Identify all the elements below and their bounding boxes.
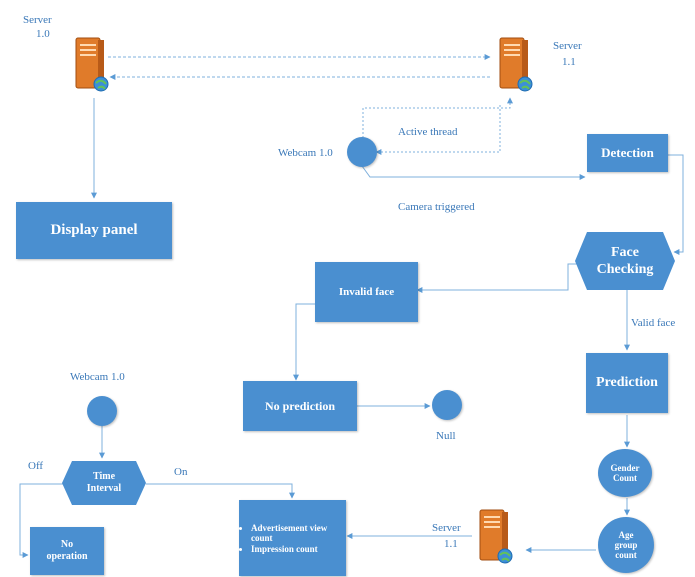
time-interval-line1: Time	[92, 471, 116, 482]
server-1-0-label-line2: 1.0	[36, 28, 50, 40]
active-thread-label: Active thread	[398, 126, 458, 138]
server-feedback-line	[362, 97, 513, 138]
no-operation-label: No operation	[46, 539, 87, 563]
display-panel-node: Display panel	[16, 202, 172, 259]
server-1-1-bottom	[476, 508, 514, 566]
gender-count-label: Gender Count	[611, 463, 640, 483]
prediction-label: Prediction	[596, 375, 658, 390]
webcam-bottom-label: Webcam 1.0	[70, 371, 125, 383]
server-bottom-label-line1: Server	[432, 522, 461, 534]
face-checking-line2: Checking	[596, 262, 654, 277]
no-prediction-label: No prediction	[264, 398, 336, 413]
age-group-count-node: Age group count	[598, 517, 654, 573]
webcam-top-node	[347, 137, 377, 167]
face-checking-node: Face Checking	[575, 232, 675, 290]
time-on-arrow	[146, 483, 295, 499]
age-group-line1: Age	[618, 530, 634, 540]
hexagon-shape	[62, 461, 146, 505]
off-label: Off	[28, 460, 44, 472]
no-operation-line1: No	[60, 539, 74, 550]
on-label: On	[174, 466, 188, 478]
no-operation-line2: operation	[46, 551, 88, 562]
camera-triggered-arrow	[361, 165, 586, 180]
server-1-1-label-line2: 1.1	[562, 56, 576, 68]
time-interval-node: Time Interval	[62, 461, 146, 505]
invalid-face-label: Invalid face	[338, 286, 395, 298]
detection-label: Detection	[601, 145, 654, 160]
gender-count-node: Gender Count	[598, 449, 652, 497]
webcam-bottom-node	[87, 396, 117, 426]
impression-count-item: Impression count	[251, 544, 346, 554]
age-group-line2: group	[614, 540, 638, 550]
server-icon	[479, 509, 513, 564]
webcam-top-label: Webcam 1.0	[278, 147, 333, 159]
face-checking-label: Face Checking	[597, 244, 654, 278]
face-to-invalid-arrow	[416, 263, 580, 293]
time-interval-line2: Interval	[86, 483, 122, 494]
server-icon	[75, 37, 109, 92]
detection-node: Detection	[587, 134, 668, 172]
age-group-count-label: Age group count	[615, 530, 638, 560]
detection-to-face-arrow	[668, 154, 684, 255]
camera-triggered-label: Camera triggered	[398, 201, 475, 213]
face-checking-line1: Face	[611, 245, 639, 260]
server-1-0-label-line1: Server	[23, 14, 52, 26]
age-group-line3: count	[615, 550, 637, 560]
hexagon-shape	[575, 232, 675, 290]
active-thread-arrow	[375, 105, 501, 155]
server-bottom-label-line2: 1.1	[444, 538, 458, 550]
time-off-arrow	[19, 483, 65, 558]
invalid-to-noprediction-arrow	[293, 303, 316, 381]
server-1-1-top	[496, 36, 534, 94]
gender-count-line1: Gender	[610, 463, 640, 473]
advertisement-list: Advertisement view count Impression coun…	[239, 522, 346, 555]
gender-count-line2: Count	[612, 473, 637, 483]
advertisement-node: Advertisement view count Impression coun…	[239, 500, 346, 576]
valid-face-label: Valid face	[631, 317, 676, 329]
server-1-0	[72, 36, 110, 94]
server-1-1-label-line1: Server	[553, 40, 582, 52]
prediction-node: Prediction	[586, 353, 668, 413]
null-label: Null	[436, 430, 456, 442]
display-panel-label: Display panel	[50, 222, 138, 238]
no-operation-node: No operation	[30, 527, 104, 575]
time-interval-label: Time Interval	[87, 471, 121, 495]
server-icon	[499, 37, 533, 92]
invalid-face-node: Invalid face	[315, 262, 418, 322]
advertisement-view-count-item: Advertisement view count	[251, 523, 346, 543]
no-prediction-node: No prediction	[243, 381, 357, 431]
null-node	[432, 390, 462, 420]
